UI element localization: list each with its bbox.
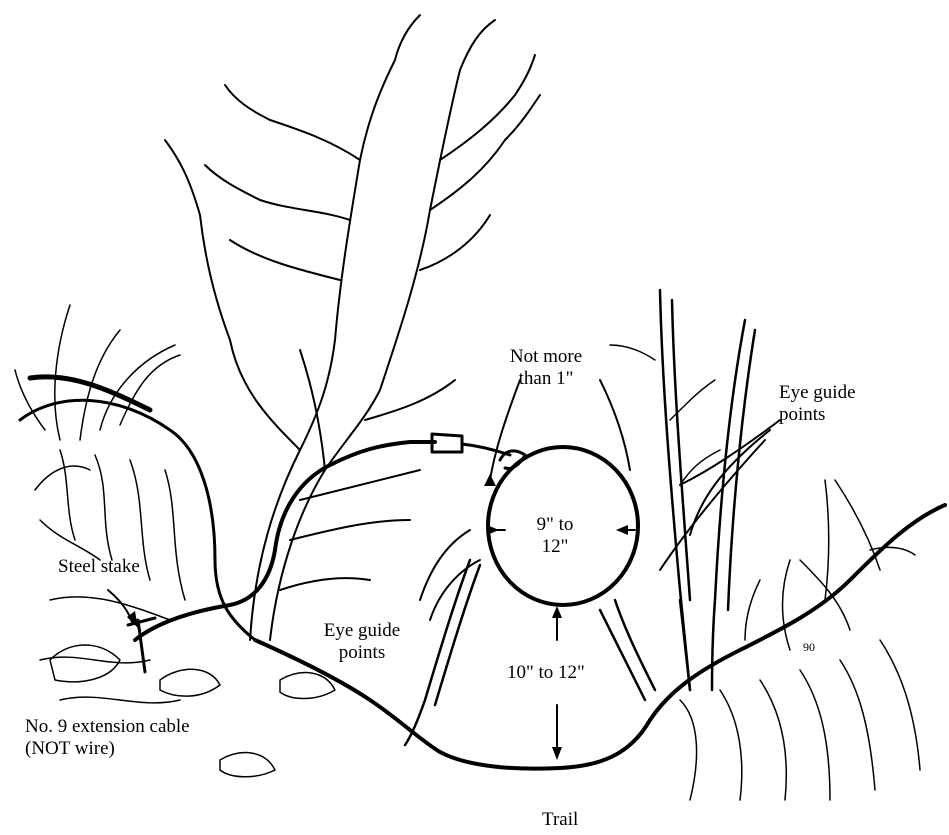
label-not-more-line1: Not more (500, 346, 592, 368)
artist-signature: 90 (803, 640, 815, 654)
label-not-more-than: Not more than 1" (500, 346, 592, 390)
label-eye-guide-left: Eye guide points (312, 620, 412, 664)
right-grass (745, 480, 915, 650)
label-eye-guide-left-line2: points (312, 642, 412, 664)
label-loop-size-line1: 9" to (520, 514, 590, 536)
label-cable: No. 9 extension cable (NOT wire) (25, 716, 190, 760)
label-loop-size-line2: 12" (520, 536, 590, 558)
right-eye-guides (660, 290, 755, 690)
left-bank (20, 400, 255, 640)
left-eye-guides (405, 560, 655, 745)
label-eye-guide-left-line1: Eye guide (312, 620, 412, 642)
label-eye-guide-right-line1: Eye guide (779, 382, 856, 404)
label-cable-line2: (NOT wire) (25, 738, 190, 760)
extension-cable (135, 442, 435, 640)
label-loop-size: 9" to 12" (520, 514, 590, 558)
label-not-more-line2: than 1" (500, 368, 592, 390)
label-height-gap: 10" to 12" (507, 662, 585, 684)
label-eye-guide-right-line2: points (779, 404, 856, 426)
cable-to-loop (462, 444, 510, 455)
label-steel-stake: Steel stake (58, 556, 140, 578)
label-eye-guide-right: Eye guide points (779, 382, 856, 426)
label-cable-line1: No. 9 extension cable (25, 716, 190, 738)
steel-stake (128, 618, 155, 672)
label-trail: Trail (542, 809, 578, 831)
shrub (165, 15, 540, 640)
